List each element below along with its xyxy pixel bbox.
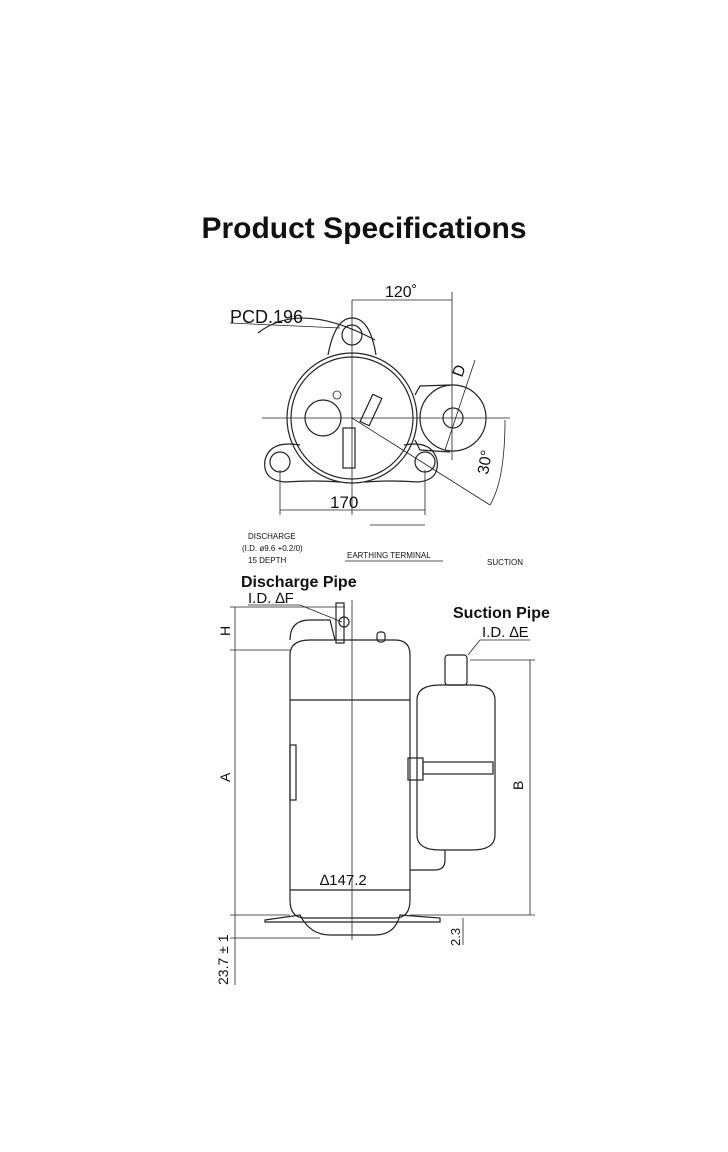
angle-30-label: 30° <box>475 449 496 476</box>
earthing-terminal-note: EARTHING TERMINAL <box>347 551 431 560</box>
suction-id-label: I.D. ∆E <box>482 624 529 641</box>
side-view: Discharge Pipe I.D. ∆F Suction Pipe I.D.… <box>215 574 550 985</box>
top-view: PCD.196 120˚ D 30° 170 <box>229 284 510 526</box>
width-170-label: 170 <box>330 493 358 512</box>
discharge-note-depth: 15 DEPTH <box>248 556 286 565</box>
angle-120-label: 120˚ <box>385 284 417 301</box>
suction-pipe-label: Suction Pipe <box>453 605 550 622</box>
dim-23-7-label: 23.7 ± 1 <box>215 934 231 985</box>
dim-b-label: B <box>510 781 526 790</box>
page-title: Product Specifications <box>201 212 527 245</box>
dim-a-label: A <box>217 772 233 782</box>
discharge-id-label: I.D. ∆F <box>248 590 294 607</box>
suction-note: SUCTION <box>487 558 523 567</box>
notes: DISCHARGE (I.D. ø9.6 +0.2/0) 15 DEPTH EA… <box>242 532 523 567</box>
diameter-label: ∆147.2 <box>320 872 367 889</box>
discharge-pipe-label: Discharge Pipe <box>241 574 357 591</box>
pcd-label: PCD.196 <box>230 307 303 327</box>
dim-h-label: H <box>217 626 233 636</box>
discharge-note: DISCHARGE <box>248 532 296 541</box>
dim-2-3-label: 2.3 <box>448 928 463 946</box>
dim-d-label: D <box>450 363 470 380</box>
discharge-note-id: (I.D. ø9.6 +0.2/0) <box>242 544 303 553</box>
